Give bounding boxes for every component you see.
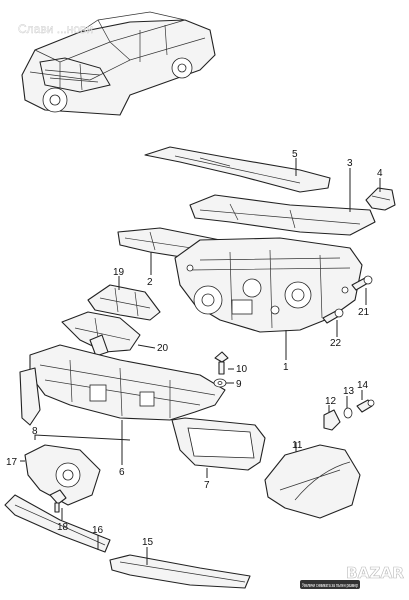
bazar-logo-text: BAZAR (346, 564, 404, 582)
callout-19: 19 (113, 267, 125, 278)
bolt-18-part (49, 489, 67, 513)
upper-bulkhead-rail-part (189, 194, 376, 236)
bulkhead-part (174, 237, 363, 333)
wheel-arch-liner-part (264, 444, 361, 519)
clip-12-part (323, 409, 341, 431)
callout-3: 3 (347, 158, 353, 169)
bolt-10-part (214, 351, 229, 375)
bracket-part (365, 187, 396, 211)
leader-lines (20, 158, 381, 565)
lower-deflector-part (109, 554, 251, 589)
callout-21: 21 (358, 307, 370, 318)
gasket-frame-part (171, 417, 266, 471)
callout-18: 18 (57, 522, 69, 533)
callout-11: 11 (292, 440, 303, 451)
bolt-21-part (351, 275, 373, 291)
callout-2: 2 (147, 277, 153, 288)
footer-badge: Увеличи снимката за пълен размер (300, 580, 360, 589)
callout-numbers: 5 3 4 2 19 21 22 20 1 10 9 13 14 12 8 11… (6, 149, 383, 548)
car-overview-illustration (21, 11, 216, 116)
footer-badge-text: Увеличи снимката за пълен размер (302, 583, 358, 589)
front-lock-carrier-part (19, 344, 226, 426)
callout-9: 9 (236, 379, 242, 390)
air-duct-lower-part (61, 311, 141, 357)
callout-13: 13 (343, 386, 355, 397)
headlight-bracket-part (24, 444, 101, 506)
callout-15: 15 (142, 537, 154, 548)
callout-10: 10 (236, 364, 248, 375)
callout-4: 4 (377, 168, 383, 179)
callout-22: 22 (330, 338, 342, 349)
callout-8: 8 (32, 426, 38, 437)
callout-5: 5 (292, 149, 298, 160)
callout-7: 7 (204, 480, 210, 491)
callout-16: 16 (92, 525, 104, 536)
bolt-14-part (356, 399, 375, 413)
callout-20: 20 (157, 343, 169, 354)
bolt-22-part (322, 308, 344, 324)
washer-9-part (213, 378, 227, 388)
callout-12: 12 (325, 396, 337, 407)
callout-17: 17 (6, 457, 18, 468)
plenum-cover-part (144, 146, 331, 193)
spoiler-strip-part (4, 494, 111, 553)
washer-13-part (343, 407, 353, 419)
callout-14: 14 (357, 380, 369, 391)
watermark-text: Слави ...нови (18, 22, 93, 36)
callout-1: 1 (283, 362, 289, 373)
callout-6: 6 (119, 467, 125, 478)
air-duct-upper-part (87, 284, 161, 321)
